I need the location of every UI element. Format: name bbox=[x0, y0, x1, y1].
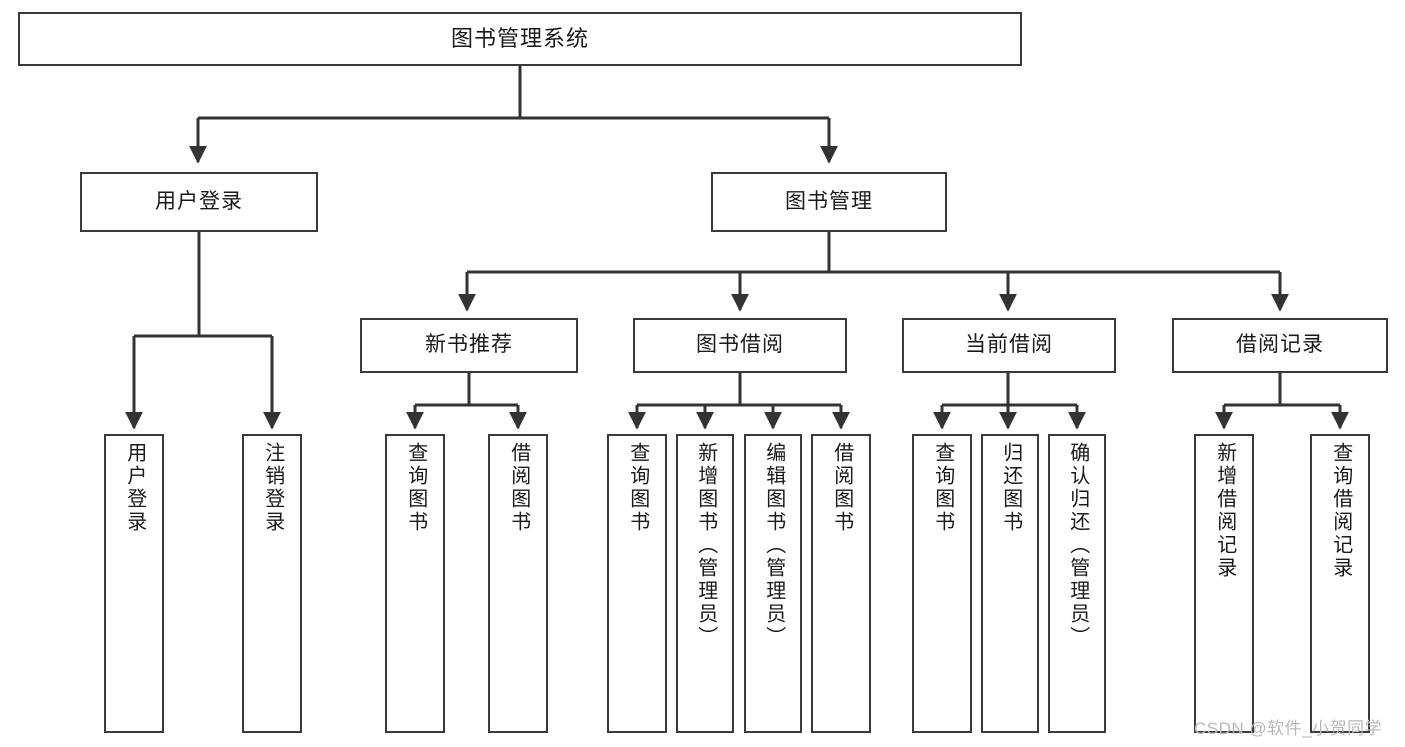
node-label: 当前借阅 bbox=[965, 333, 1053, 357]
leaf-label: 确认归还（管理员） bbox=[1066, 442, 1089, 649]
leaf-label: 新增图书（管理员） bbox=[694, 442, 717, 649]
leaf-label: 借阅图书 bbox=[507, 442, 530, 534]
leaf-label: 借阅图书 bbox=[830, 442, 853, 534]
leaf-user-login-login[interactable]: 用户登录 bbox=[104, 434, 164, 733]
node-label: 借阅记录 bbox=[1236, 333, 1324, 357]
leaf-current-borrow-query-book[interactable]: 查询图书 bbox=[912, 434, 972, 733]
leaf-book-borrow-query-book[interactable]: 查询图书 bbox=[607, 434, 667, 733]
leaf-book-borrow-borrow-book[interactable]: 借阅图书 bbox=[811, 434, 871, 733]
leaf-label: 新增借阅记录 bbox=[1213, 442, 1236, 580]
leaf-label: 归还图书 bbox=[999, 442, 1022, 534]
leaf-label: 注销登录 bbox=[261, 442, 284, 534]
leaf-borrow-record-query-record[interactable]: 查询借阅记录 bbox=[1310, 434, 1370, 733]
leaf-label: 查询图书 bbox=[404, 442, 427, 534]
leaf-book-borrow-add-book-admin[interactable]: 新增图书（管理员） bbox=[676, 434, 734, 733]
leaf-current-borrow-return-book[interactable]: 归还图书 bbox=[981, 434, 1039, 733]
node-label: 图书管理系统 bbox=[450, 26, 589, 52]
leaf-label: 查询借阅记录 bbox=[1329, 442, 1352, 580]
leaf-label: 用户登录 bbox=[123, 442, 146, 534]
node-user-login[interactable]: 用户登录 bbox=[80, 172, 318, 232]
leaf-book-borrow-edit-book-admin[interactable]: 编辑图书（管理员） bbox=[744, 434, 802, 733]
node-label: 图书借阅 bbox=[696, 333, 784, 357]
leaf-label: 查询图书 bbox=[626, 442, 649, 534]
node-book-management[interactable]: 图书管理 bbox=[711, 172, 947, 232]
leaf-user-login-logout[interactable]: 注销登录 bbox=[242, 434, 302, 733]
node-current-borrow[interactable]: 当前借阅 bbox=[902, 318, 1116, 373]
node-book-borrow[interactable]: 图书借阅 bbox=[633, 318, 847, 373]
node-borrow-record[interactable]: 借阅记录 bbox=[1172, 318, 1388, 373]
node-new-book-recommend[interactable]: 新书推荐 bbox=[360, 318, 578, 373]
node-label: 新书推荐 bbox=[425, 333, 513, 357]
leaf-label: 查询图书 bbox=[931, 442, 954, 534]
node-root-book-management-system[interactable]: 图书管理系统 bbox=[18, 12, 1022, 66]
node-label: 图书管理 bbox=[785, 189, 873, 213]
node-label: 用户登录 bbox=[155, 189, 243, 213]
leaf-new-book-query-book[interactable]: 查询图书 bbox=[385, 434, 445, 733]
leaf-current-borrow-confirm-return-admin[interactable]: 确认归还（管理员） bbox=[1048, 434, 1106, 733]
leaf-new-book-borrow-book[interactable]: 借阅图书 bbox=[488, 434, 548, 733]
csdn-watermark: CSDN @软件_小贺同学 bbox=[1194, 719, 1383, 738]
leaf-borrow-record-add-record[interactable]: 新增借阅记录 bbox=[1194, 434, 1254, 733]
leaf-label: 编辑图书（管理员） bbox=[762, 442, 785, 649]
